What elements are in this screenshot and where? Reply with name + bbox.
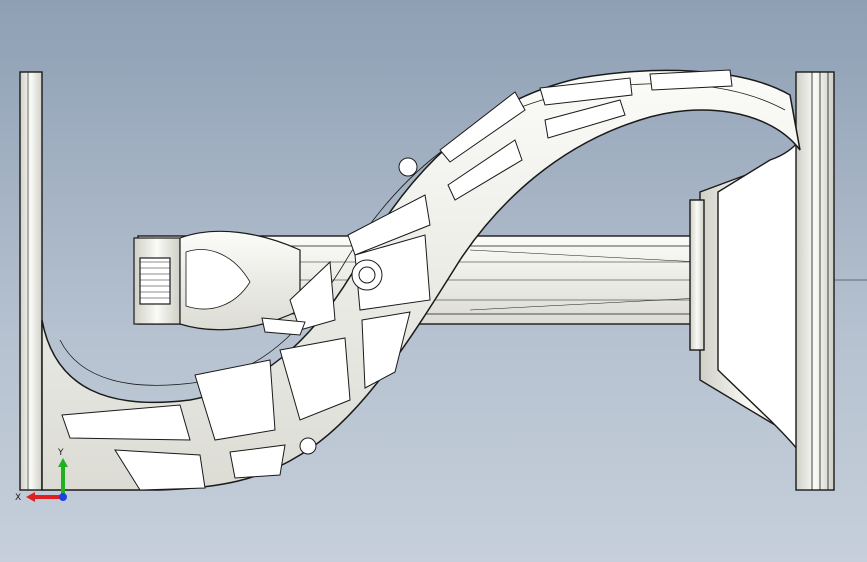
x-axis-label: X	[15, 493, 21, 503]
piston	[689, 71, 835, 491]
rod-end-gear	[133, 230, 301, 331]
bolt-holes	[299, 157, 418, 455]
left-mounting-plate	[19, 71, 43, 491]
lattice-cutouts	[61, 69, 733, 491]
coordinate-triad: Y X	[15, 448, 68, 503]
lattice-bracket	[41, 69, 801, 491]
y-axis-label: Y	[57, 448, 64, 458]
